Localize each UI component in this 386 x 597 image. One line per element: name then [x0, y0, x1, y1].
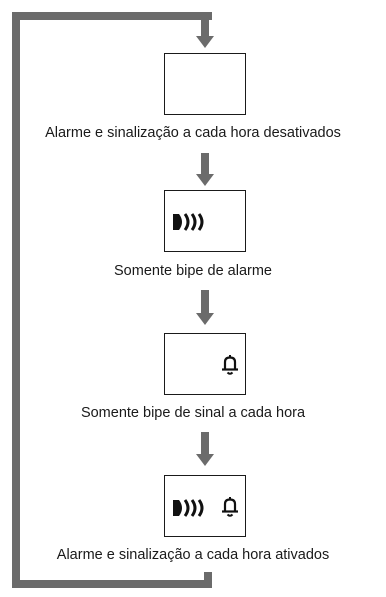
display-box-off — [164, 53, 246, 115]
loop-connector-left — [12, 12, 20, 588]
alarm-sound-icon — [173, 213, 204, 231]
loop-connector-top — [12, 12, 212, 20]
step-label: Somente bipe de sinal a cada hora — [80, 405, 306, 421]
step-label: Somente bipe de alarme — [114, 263, 272, 279]
arrow-down — [196, 290, 214, 325]
bell-icon — [222, 355, 238, 375]
bell-icon — [222, 497, 238, 517]
display-box-both — [164, 475, 246, 537]
step-label: Alarme e sinalização a cada hora ativado… — [56, 547, 330, 563]
step-label: Alarme e sinalização a cada hora desativ… — [45, 125, 341, 141]
loop-connector-bottom — [12, 580, 212, 588]
arrow-down — [196, 153, 214, 186]
display-box-alarm — [164, 190, 246, 252]
display-box-bell — [164, 333, 246, 395]
arrow-down — [196, 12, 214, 48]
loop-connector-end — [204, 572, 212, 588]
arrow-down — [196, 432, 214, 466]
alarm-sound-icon — [173, 499, 204, 517]
